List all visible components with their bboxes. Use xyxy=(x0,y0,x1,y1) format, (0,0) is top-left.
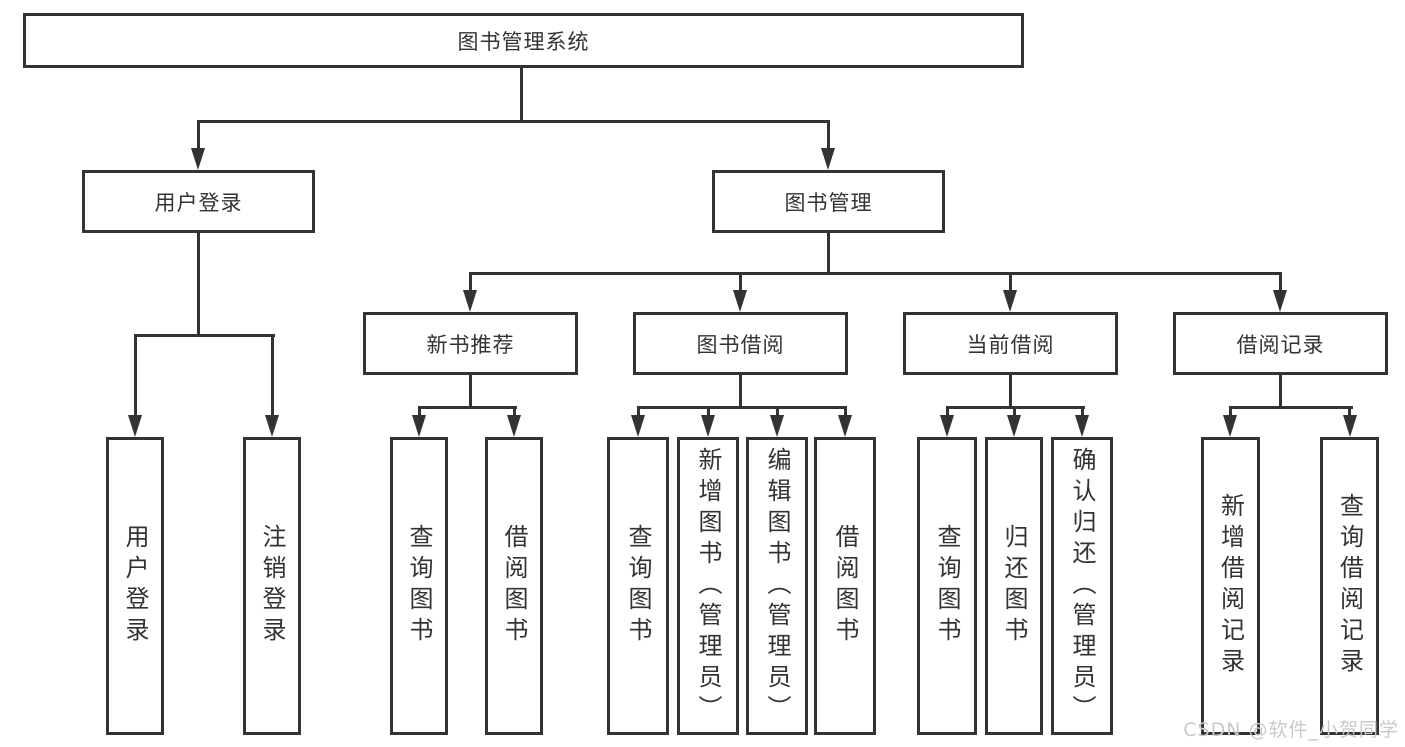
connector-hline xyxy=(134,334,275,337)
arrow-down-icon xyxy=(191,148,205,170)
arrow-down-icon xyxy=(463,290,477,312)
connector-shaft xyxy=(1279,272,1282,292)
connector-shaft xyxy=(1013,406,1016,417)
node-label: 图书管理系统 xyxy=(457,29,590,54)
arrow-down-icon xyxy=(1003,290,1017,312)
node-root-library-system: 图书管理系统 xyxy=(23,13,1024,68)
node-label: 新增借阅记录 xyxy=(1216,493,1245,679)
connector-shaft xyxy=(739,272,742,292)
connector-shaft xyxy=(271,334,274,417)
node-borrowing-records: 借阅记录 xyxy=(1173,312,1388,375)
connector-shaft xyxy=(1348,406,1351,417)
connector-hline xyxy=(1229,406,1353,409)
node-new-book-recommendation: 新书推荐 xyxy=(363,312,578,375)
node-label: 借阅图书 xyxy=(831,524,859,648)
connector-shaft xyxy=(844,406,847,417)
arrow-down-icon xyxy=(1075,415,1089,437)
connector-root-vline xyxy=(520,68,523,122)
connector-shaft xyxy=(418,406,421,417)
connector-shaft xyxy=(197,120,200,149)
leaf-query-books-current: 查询图书 xyxy=(917,437,977,735)
leaf-add-books-admin: 新增图书（管理员） xyxy=(677,437,739,735)
arrow-down-icon xyxy=(1223,415,1237,437)
node-book-management-branch: 图书管理 xyxy=(712,170,945,233)
leaf-add-borrow-record: 新增借阅记录 xyxy=(1201,437,1260,735)
connector-shaft xyxy=(827,120,830,149)
node-label: 新增图书（管理员） xyxy=(694,446,722,726)
arrow-down-icon xyxy=(631,415,645,437)
arrow-down-icon xyxy=(701,415,715,437)
connector-shaft xyxy=(707,406,710,417)
connector-hline xyxy=(469,272,1282,275)
node-label: 查询图书 xyxy=(405,524,433,648)
connector-vline xyxy=(739,375,742,408)
connector-shaft xyxy=(134,334,137,417)
leaf-query-books-recommend: 查询图书 xyxy=(390,437,448,735)
arrow-down-icon xyxy=(412,415,426,437)
leaf-edit-books-admin: 编辑图书（管理员） xyxy=(746,437,808,735)
arrow-down-icon xyxy=(1273,290,1287,312)
leaf-return-books: 归还图书 xyxy=(985,437,1043,735)
node-label: 注销登录 xyxy=(258,524,286,648)
node-label: 用户登录 xyxy=(121,524,149,648)
node-book-borrowing: 图书借阅 xyxy=(633,312,848,375)
arrow-down-icon xyxy=(770,415,784,437)
connector-shaft xyxy=(513,406,516,417)
leaf-borrow-books-recommend: 借阅图书 xyxy=(485,437,543,735)
leaf-logout: 注销登录 xyxy=(243,437,301,735)
leaf-query-borrow-record: 查询借阅记录 xyxy=(1320,437,1379,735)
arrow-down-icon xyxy=(128,415,142,437)
connector-shaft xyxy=(469,272,472,292)
leaf-borrow-books-borrowing: 借阅图书 xyxy=(814,437,876,735)
connector-shaft xyxy=(1081,406,1084,417)
arrow-down-icon xyxy=(733,290,747,312)
connector-shaft xyxy=(1229,406,1232,417)
node-label: 查询借阅记录 xyxy=(1335,493,1364,679)
leaf-query-books-borrowing: 查询图书 xyxy=(607,437,669,735)
connector-shaft xyxy=(946,406,949,417)
connector-hline xyxy=(637,406,847,409)
node-current-borrowing: 当前借阅 xyxy=(903,312,1118,375)
node-label: 新书推荐 xyxy=(426,332,515,357)
arrow-down-icon xyxy=(838,415,852,437)
arrow-down-icon xyxy=(1343,415,1357,437)
arrow-down-icon xyxy=(821,148,835,170)
node-label: 借阅图书 xyxy=(500,524,528,648)
node-label: 编辑图书（管理员） xyxy=(763,446,791,726)
node-label: 查询图书 xyxy=(624,524,652,648)
connector-vline xyxy=(1279,375,1282,408)
node-label: 当前借阅 xyxy=(966,332,1055,357)
connector-vline xyxy=(827,233,830,274)
connector-vline xyxy=(197,233,200,336)
connector-hline xyxy=(418,406,517,409)
node-label: 图书管理 xyxy=(784,190,873,215)
node-label: 图书借阅 xyxy=(696,332,785,357)
connector-shaft xyxy=(776,406,779,417)
leaf-user-login: 用户登录 xyxy=(106,437,164,735)
csdn-watermark: CSDN @软件_小贺同学 xyxy=(1183,719,1399,741)
arrow-down-icon xyxy=(265,415,279,437)
connector-vline xyxy=(1009,375,1012,408)
node-user-login-branch: 用户登录 xyxy=(82,170,315,233)
connector-vline xyxy=(469,375,472,408)
node-label: 归还图书 xyxy=(1000,524,1028,648)
node-label: 用户登录 xyxy=(154,190,243,215)
arrow-down-icon xyxy=(507,415,521,437)
node-label: 查询图书 xyxy=(933,524,961,648)
arrow-down-icon xyxy=(940,415,954,437)
connector-shaft xyxy=(637,406,640,417)
leaf-confirm-return-admin: 确认归还（管理员） xyxy=(1051,437,1113,735)
node-label: 借阅记录 xyxy=(1236,332,1325,357)
arrow-down-icon xyxy=(1007,415,1021,437)
connector-shaft xyxy=(1009,272,1012,292)
node-label: 确认归还（管理员） xyxy=(1068,446,1096,726)
connector-root-hline xyxy=(197,120,830,123)
